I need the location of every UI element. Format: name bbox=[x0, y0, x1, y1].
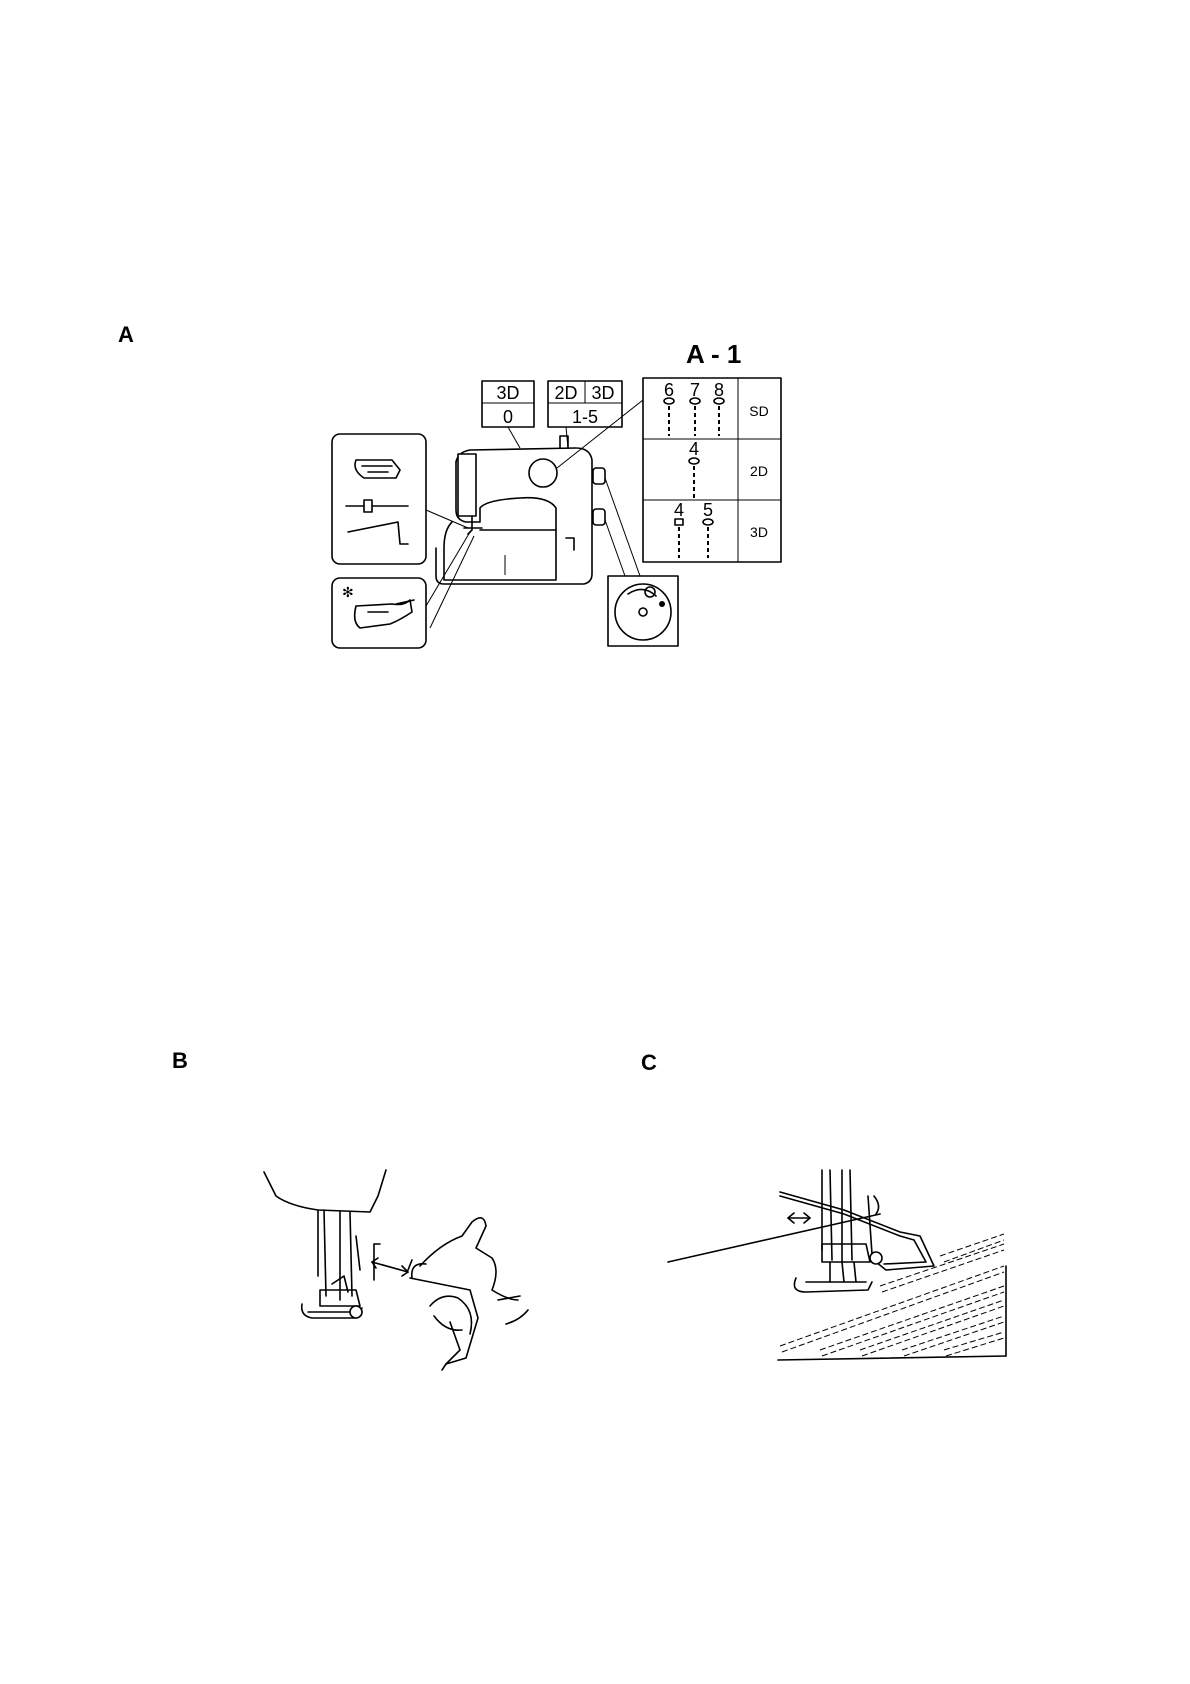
figure-b bbox=[264, 1170, 528, 1370]
figure-a1-subtitle: A - 1 bbox=[686, 339, 741, 369]
sd-position-6: 6 bbox=[664, 380, 674, 400]
table-row-3d-label: 3D bbox=[750, 524, 768, 540]
snowflake-icon: ✻ bbox=[342, 584, 354, 600]
accessory-box bbox=[332, 434, 468, 564]
setting-box-left-bottom: 0 bbox=[503, 407, 513, 427]
2d-position-4: 4 bbox=[689, 439, 699, 459]
setting-box-left: 3D 0 bbox=[482, 381, 534, 427]
table-row-2d-label: 2D bbox=[750, 463, 768, 479]
setting-box-right: 2D 3D 1-5 bbox=[548, 381, 622, 427]
figure-a: A - 1 3D 0 2D 3D 1-5 bbox=[332, 339, 781, 648]
setting-box-right-top-right: 3D bbox=[591, 383, 614, 403]
sd-position-8: 8 bbox=[714, 380, 724, 400]
3d-position-4: 4 bbox=[674, 500, 684, 520]
sd-position-7: 7 bbox=[690, 380, 700, 400]
table-row-sd-label: SD bbox=[749, 403, 768, 419]
setting-box-left-top: 3D bbox=[496, 383, 519, 403]
3d-position-5: 5 bbox=[703, 500, 713, 520]
setting-box-right-top-left: 2D bbox=[554, 383, 577, 403]
figure-c bbox=[668, 1170, 1006, 1360]
setting-box-right-bottom: 1-5 bbox=[572, 407, 598, 427]
